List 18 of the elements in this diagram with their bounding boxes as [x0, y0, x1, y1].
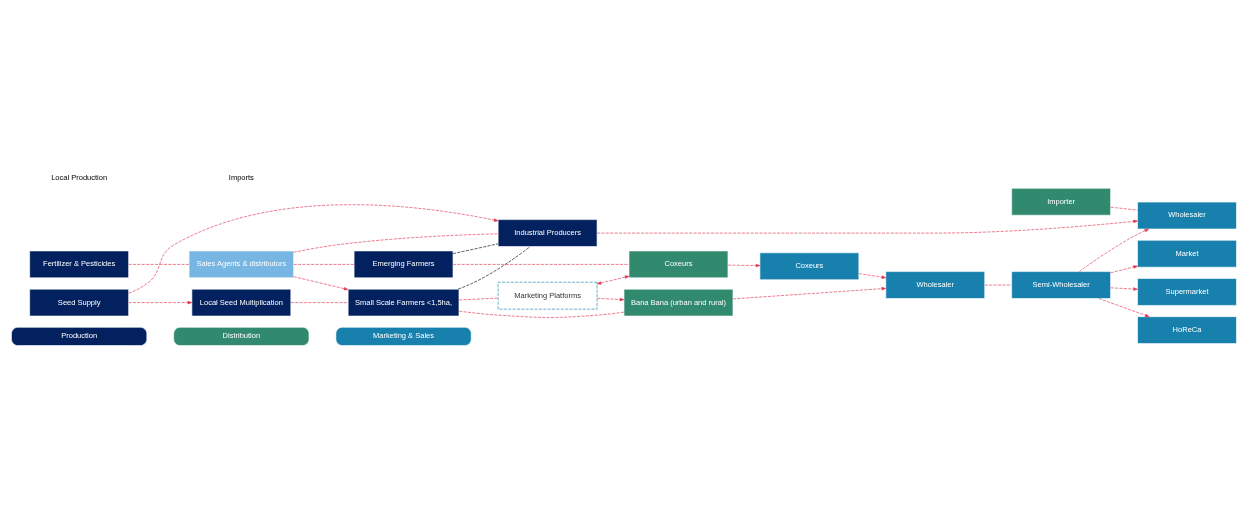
- arrow: [858, 273, 886, 279]
- arrow: [596, 219, 1138, 234]
- arrow: [1110, 265, 1138, 274]
- connector: [293, 233, 499, 253]
- arrow: [1079, 228, 1149, 272]
- connector: [452, 264, 630, 265]
- arrow: [128, 300, 193, 305]
- arrow: [1110, 287, 1138, 291]
- arrow: [596, 275, 630, 285]
- arrow: [293, 276, 349, 291]
- arrow: [732, 287, 886, 300]
- arrow: [128, 204, 499, 294]
- connector: [458, 297, 499, 301]
- arrow: [596, 297, 625, 302]
- arrow: [1098, 298, 1150, 317]
- arrow: [727, 263, 761, 268]
- connector: [128, 264, 190, 265]
- connector: [458, 310, 625, 318]
